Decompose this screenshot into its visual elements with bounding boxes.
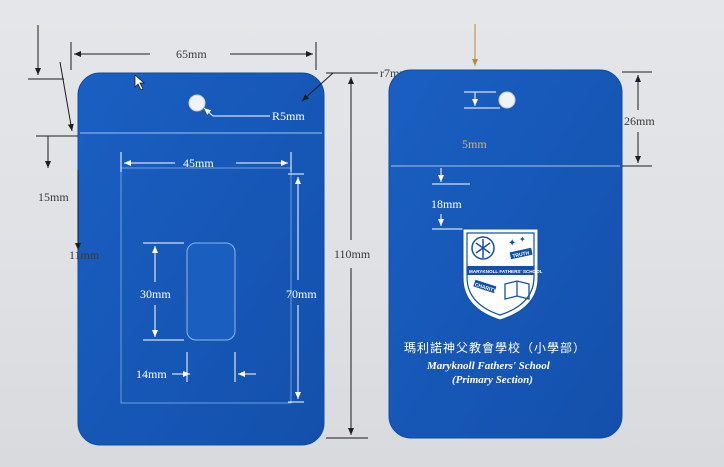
school-name-english: Maryknoll Fathers' School: [426, 360, 551, 372]
school-section-english: (Primary Section): [452, 374, 533, 386]
svg-text:✦: ✦: [508, 238, 516, 249]
dim-band-height: 26mm: [624, 114, 655, 128]
dim-height-total: 110mm: [334, 247, 371, 261]
window-outline: [120, 167, 292, 404]
dim-hole-radius: R5mm: [272, 109, 305, 123]
dim-window-width: 45mm: [183, 156, 214, 170]
dim-slot-width: 14mm: [136, 367, 167, 381]
school-crest: ✦ ✦ TRUTH MARYKNOLL FATHERS' SCHOOL CHAR…: [462, 228, 543, 321]
dim-side-height: 11mm: [69, 248, 100, 262]
crest-banner-top: TRUTH: [512, 250, 530, 259]
dim-hole-offset: 5mm: [462, 137, 487, 151]
mouse-cursor-icon: [134, 74, 146, 91]
dim-logo-offset: 18mm: [431, 197, 462, 211]
svg-text:✦: ✦: [519, 235, 526, 244]
dim-window-height: 70mm: [286, 287, 317, 301]
left-card: [77, 72, 325, 446]
slot-outline: [186, 242, 236, 341]
left-inner-dimensions: R5mm 45mm 70mm 30mm 14mm: [120, 107, 317, 403]
right-dimensions: 26mm 5mm 18mm: [431, 24, 655, 230]
school-name-chinese: 瑪利諾神父教會學校（小學部）: [404, 340, 586, 355]
right-card-hole: [498, 91, 516, 109]
left-card-hole: [188, 94, 206, 112]
crest-banner-middle: MARYKNOLL FATHERS' SCHOOL: [469, 269, 543, 274]
dim-slot-height: 30mm: [140, 287, 171, 301]
dim-top-offset: 15mm: [38, 190, 69, 204]
dim-width-total: 65mm: [176, 47, 207, 61]
